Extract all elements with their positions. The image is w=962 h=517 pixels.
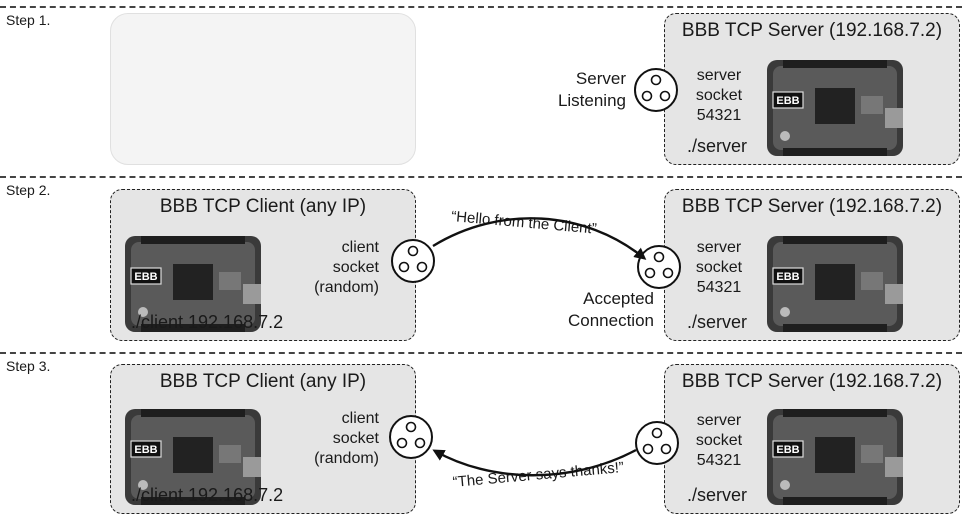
client-socket-icon-step3 xyxy=(389,415,433,459)
server-box-step1: BBB TCP Server (192.168.7.2) server sock… xyxy=(664,13,960,165)
server-socket-line3: 54321 xyxy=(696,452,742,469)
client-socket-line2: socket xyxy=(332,430,379,447)
step-2-divider xyxy=(0,176,962,178)
server-socket-line1: server xyxy=(696,239,742,256)
board-label: EBB xyxy=(776,444,799,456)
server-command: ./server xyxy=(687,312,748,332)
step-3-divider xyxy=(0,352,962,354)
server-socket-line3: 54321 xyxy=(696,279,742,296)
server-socket-line2: socket xyxy=(695,259,743,276)
step-3-label: Step 3. xyxy=(6,358,51,374)
client-command: ./client 192.168.7.2 xyxy=(131,485,284,505)
server-socket-label: server socket 54321 xyxy=(689,66,749,126)
server-socket-line1: server xyxy=(696,412,742,429)
step-1-divider xyxy=(0,6,962,8)
step-2-label: Step 2. xyxy=(6,182,51,198)
accepted-connection-line2: Connection xyxy=(567,311,654,330)
beaglebone-board-icon: EBB xyxy=(767,409,903,505)
client-socket-line2: socket xyxy=(332,259,379,276)
beaglebone-board-icon: EBB xyxy=(125,409,261,505)
server-socket-line2: socket xyxy=(695,87,743,104)
server-title: BBB TCP Server (192.168.7.2) xyxy=(681,371,943,392)
server-socket-line2: socket xyxy=(695,432,743,449)
client-socket-line1: client xyxy=(341,239,379,256)
server-box-step3: BBB TCP Server (192.168.7.2) server sock… xyxy=(664,364,960,514)
client-title: BBB TCP Client (any IP) xyxy=(159,371,367,392)
server-socket-label: server socket 54321 xyxy=(689,411,749,471)
client-socket-label: client socket (random) xyxy=(307,238,379,298)
client-box-step3: BBB TCP Client (any IP) EBB client socke… xyxy=(110,364,416,514)
board-label: EBB xyxy=(776,271,799,283)
server-socket-line1: server xyxy=(696,67,742,84)
server-command: ./server xyxy=(687,485,748,505)
client-box-step2: BBB TCP Client (any IP) EBB client socke… xyxy=(110,189,416,341)
server-title: BBB TCP Server (192.168.7.2) xyxy=(681,196,943,217)
client-socket-label: client socket (random) xyxy=(307,409,379,469)
server-socket-label: server socket 54321 xyxy=(689,238,749,298)
server-command: ./server xyxy=(687,136,748,156)
server-listening-label: Server Listening xyxy=(552,68,626,112)
client-socket-line3: (random) xyxy=(314,450,379,467)
accepted-connection-line1: Accepted xyxy=(583,289,654,308)
client-title: BBB TCP Client (any IP) xyxy=(159,196,367,217)
thanks-message: “The Server says thanks!” xyxy=(452,459,625,491)
beaglebone-board-icon: EBB xyxy=(125,236,261,332)
client-command: ./client 192.168.7.2 xyxy=(131,312,284,332)
server-socket-line3: 54321 xyxy=(696,107,742,124)
client-socket-line1: client xyxy=(341,410,379,427)
server-title: BBB TCP Server (192.168.7.2) xyxy=(681,20,943,41)
server-listening-line2: Listening xyxy=(557,91,626,110)
server-socket-icon-step3 xyxy=(635,421,679,465)
hello-message: “Hello from the Client” xyxy=(450,208,598,238)
server-socket-icon-step2 xyxy=(637,245,681,289)
step-1-label: Step 1. xyxy=(6,12,51,28)
empty-client-placeholder xyxy=(110,13,416,165)
board-label: EBB xyxy=(134,444,157,456)
beaglebone-board-icon: EBB xyxy=(767,60,903,156)
server-socket-icon-step1 xyxy=(634,68,678,112)
board-label: EBB xyxy=(134,271,157,283)
client-socket-line3: (random) xyxy=(314,279,379,296)
beaglebone-board-icon: EBB xyxy=(767,236,903,332)
accepted-connection-label: Accepted Connection xyxy=(554,288,654,332)
server-box-step2: BBB TCP Server (192.168.7.2) server sock… xyxy=(664,189,960,341)
board-label: EBB xyxy=(776,95,799,107)
server-listening-line1: Server xyxy=(575,69,626,88)
client-socket-icon-step2 xyxy=(391,239,435,283)
